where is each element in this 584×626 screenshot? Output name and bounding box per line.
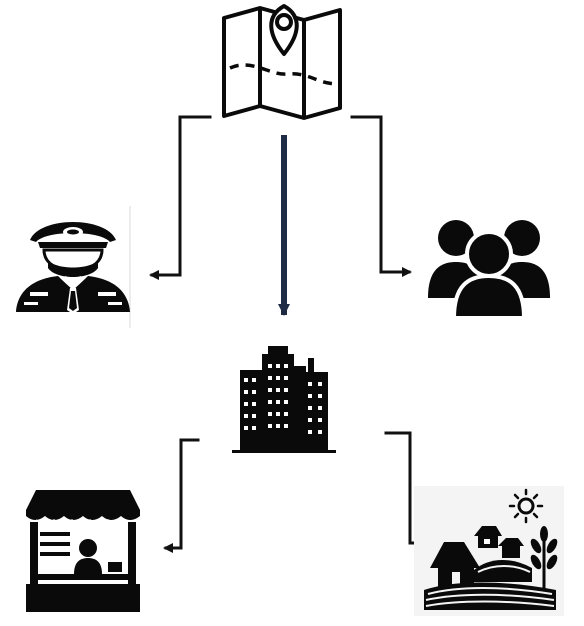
police-officer-icon: [16, 206, 131, 328]
rural-village-icon: [414, 486, 564, 616]
edge-map-to-police: [149, 115, 212, 280]
market-stall-icon: [26, 490, 140, 612]
connectors: [149, 115, 430, 553]
edge-map-to-people: [350, 115, 412, 277]
map-location-icon: [220, 0, 346, 120]
city-buildings-icon: [232, 346, 336, 453]
edge-city-to-market: [163, 438, 200, 553]
people-group-icon: [428, 220, 550, 320]
